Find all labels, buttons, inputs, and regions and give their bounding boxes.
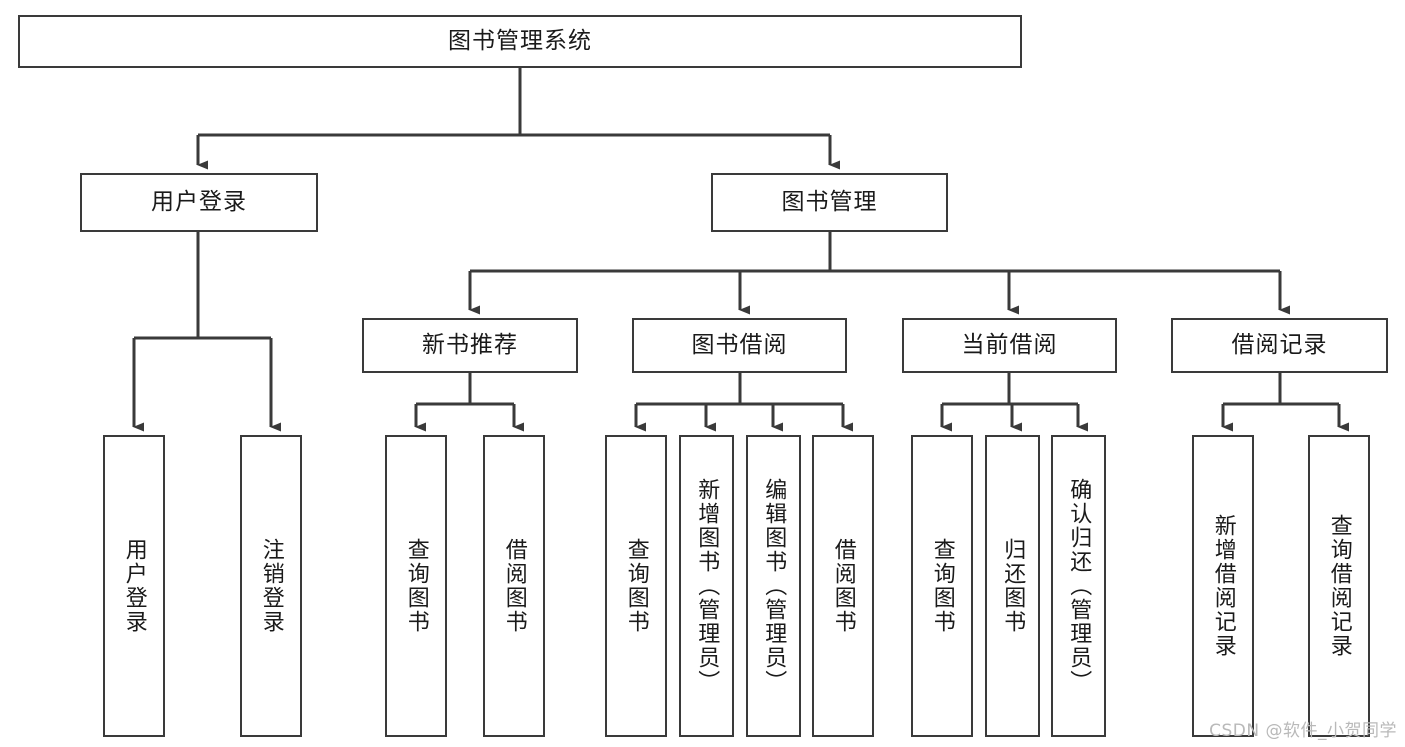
node-leaf-logout[interactable]: 注销登录 — [240, 435, 302, 737]
node-leaf-borrow-book[interactable]: 借阅图书 — [812, 435, 874, 737]
node-book-manage[interactable]: 图书管理 — [711, 173, 948, 232]
node-leaf-query-borrow-record[interactable]: 查询借阅记录 — [1308, 435, 1370, 737]
node-leaf-query-book-recommend[interactable]: 查询图书 — [385, 435, 447, 737]
node-borrow-record[interactable]: 借阅记录 — [1171, 318, 1388, 373]
node-leaf-borrow-book-recommend[interactable]: 借阅图书 — [483, 435, 545, 737]
node-leaf-query-book-current[interactable]: 查询图书 — [911, 435, 973, 737]
node-leaf-edit-book-admin[interactable]: 编辑图书（管理员） — [746, 435, 801, 737]
node-leaf-user-login[interactable]: 用户登录 — [103, 435, 165, 737]
node-leaf-add-book-admin[interactable]: 新增图书（管理员） — [679, 435, 734, 737]
node-leaf-return-book[interactable]: 归还图书 — [985, 435, 1040, 737]
node-leaf-add-borrow-record[interactable]: 新增借阅记录 — [1192, 435, 1254, 737]
node-leaf-confirm-return-admin[interactable]: 确认归还（管理员） — [1051, 435, 1106, 737]
node-new-book-recommend[interactable]: 新书推荐 — [362, 318, 578, 373]
node-current-borrow[interactable]: 当前借阅 — [902, 318, 1117, 373]
node-root-system[interactable]: 图书管理系统 — [18, 15, 1022, 68]
node-user-login[interactable]: 用户登录 — [80, 173, 318, 232]
csdn-watermark: CSDN @软件_小贺同学 — [1209, 721, 1397, 741]
node-leaf-query-book-borrow[interactable]: 查询图书 — [605, 435, 667, 737]
node-book-borrow[interactable]: 图书借阅 — [632, 318, 847, 373]
